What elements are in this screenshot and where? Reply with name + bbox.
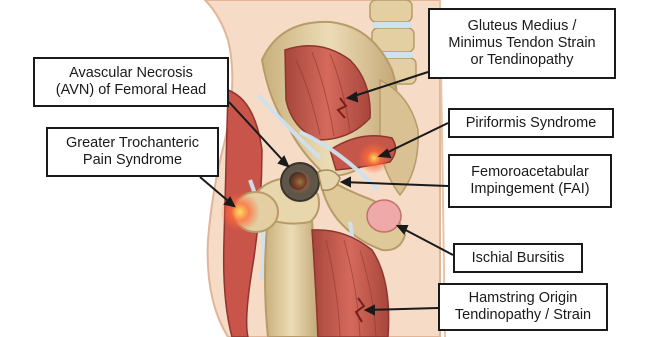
hotspot-femoral-head (288, 170, 312, 194)
label-ischial-bursitis-text: Ischial Bursitis (472, 250, 565, 267)
label-greater-trochanteric-pain-text: Greater Trochanteric Pain Syndrome (66, 135, 199, 169)
label-piriformis-syndrome: Piriformis Syndrome (448, 108, 614, 138)
label-hamstring-origin: Hamstring Origin Tendinopathy / Strain (438, 283, 608, 331)
label-gluteus-medius-minimus: Gluteus Medius / Minimus Tendon Strain o… (428, 8, 616, 79)
label-avascular-necrosis: Avascular Necrosis (AVN) of Femoral Head (33, 57, 229, 107)
label-piriformis-syndrome-text: Piriformis Syndrome (466, 115, 597, 132)
femur-shaft (265, 213, 318, 337)
hotspot-piriformis (358, 142, 390, 174)
label-hamstring-origin-text: Hamstring Origin Tendinopathy / Strain (455, 290, 591, 324)
label-ischial-bursitis: Ischial Bursitis (453, 243, 583, 273)
label-greater-trochanteric-pain: Greater Trochanteric Pain Syndrome (46, 127, 219, 177)
label-gluteus-medius-minimus-text: Gluteus Medius / Minimus Tendon Strain o… (448, 18, 595, 69)
ischial-bursa (367, 200, 401, 232)
label-femoroacetabular-impingement: Femoroacetabular Impingement (FAI) (448, 154, 612, 208)
label-femoroacetabular-impingement-text: Femoroacetabular Impingement (FAI) (470, 164, 589, 198)
label-avascular-necrosis-text: Avascular Necrosis (AVN) of Femoral Head (56, 65, 206, 99)
